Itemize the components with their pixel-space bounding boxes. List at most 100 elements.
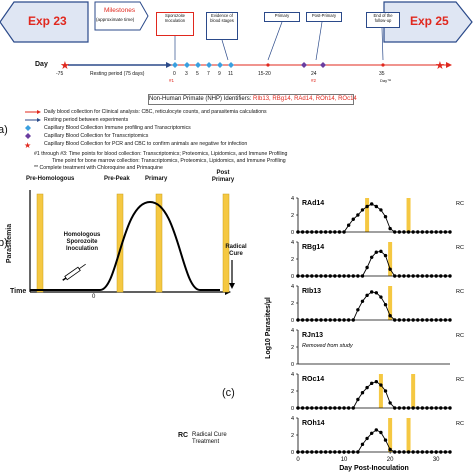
data-point [402, 450, 406, 454]
data-point [356, 397, 360, 402]
data-point [416, 230, 420, 234]
y-axis-label: Log10 Parasites/µl [265, 297, 272, 359]
data-point [397, 274, 402, 278]
data-point [425, 230, 429, 234]
data-point [300, 230, 305, 234]
series-title: RJn13 [302, 332, 323, 339]
data-point [416, 318, 420, 322]
highlight-bar [378, 374, 383, 408]
data-point [448, 230, 452, 234]
data-point [333, 274, 337, 278]
data-point [319, 230, 323, 234]
series-line [298, 381, 450, 409]
data-point [305, 406, 309, 410]
nhp-identifiers-box: Non-Human Primate (NHP) Identifiers: RIb… [148, 94, 357, 105]
data-point [333, 450, 337, 454]
data-point [365, 385, 369, 390]
data-point [342, 230, 346, 234]
data-point [406, 274, 411, 278]
data-point [365, 204, 369, 209]
y-tick-label: 4 [291, 372, 294, 378]
label-pre-homologous: Pre-Homologous [26, 176, 75, 182]
rc-text: Radical Cure Treatment [192, 432, 227, 445]
data-point [328, 230, 332, 234]
series-title: RBg14 [302, 244, 324, 251]
panel-label-a: a) [0, 124, 8, 136]
data-point [425, 318, 429, 322]
data-point [360, 391, 365, 395]
resting-period-label: Resting period (75 days) [90, 71, 145, 77]
star-icon: ★ [60, 60, 70, 72]
data-point [346, 450, 351, 454]
data-point [342, 274, 346, 278]
x-tick-label: 20 [387, 457, 394, 463]
data-point [411, 406, 415, 410]
legend-item: Capillary Blood Collection Immune profil… [44, 125, 191, 131]
diamond-purple-icon [25, 133, 31, 139]
highlight-bar [365, 198, 370, 232]
rc-tag: RC [456, 289, 464, 295]
data-point [314, 274, 319, 278]
data-point [333, 230, 337, 234]
bar-post-primary [222, 193, 230, 293]
data-point [448, 450, 452, 454]
y-tick-label: 2 [291, 345, 294, 351]
legend-item: Resting period between experiments [44, 117, 129, 123]
data-point [379, 295, 383, 299]
data-point [342, 406, 346, 410]
data-point [365, 293, 369, 298]
day-tick: 15-20 [258, 71, 271, 77]
legend-timepoints-1: #1 through #3: Time points for blood col… [34, 151, 288, 157]
day-tick: Day™ [380, 78, 392, 83]
nhp-ids: RIb13, RBg14, RAd14, ROh14, ROc14 [253, 96, 357, 102]
y-tick-label: 4 [291, 196, 294, 202]
data-point [416, 274, 420, 278]
highlight-bar [406, 418, 411, 452]
data-point [429, 274, 434, 278]
series-line [298, 291, 450, 321]
data-point [402, 230, 406, 234]
data-point [383, 253, 388, 258]
data-point [379, 430, 383, 435]
nhp-label: Non-Human Primate (NHP) Identifiers: [149, 96, 252, 102]
data-point [323, 450, 328, 454]
data-point [443, 450, 448, 454]
schematic-diagram [29, 190, 235, 295]
data-point [328, 406, 332, 410]
day-tick: 24 [311, 71, 317, 77]
rc-tag: RC [456, 377, 464, 383]
data-point [310, 274, 314, 278]
data-point [323, 230, 328, 234]
legend-timepoints-2: Time point for bone marrow collection: T… [52, 158, 286, 164]
y-tick-label: 0 [291, 406, 294, 412]
y-tick-label: 0 [291, 318, 294, 324]
box-sporozoite-inoculation: Sporozoite Inoculation [156, 12, 194, 36]
data-point [434, 406, 438, 410]
x-tick-label: 0 [296, 457, 300, 463]
series-title: ROc14 [302, 376, 324, 383]
bar-primary [155, 193, 163, 293]
data-point [351, 318, 355, 322]
data-point [305, 274, 309, 278]
data-point [411, 274, 415, 278]
data-point [351, 217, 355, 221]
data-point [356, 213, 360, 217]
y-tick-label: 0 [291, 230, 294, 236]
box-primary: Primary [264, 12, 300, 22]
data-point [319, 318, 323, 322]
data-point [443, 230, 448, 234]
data-point [328, 274, 332, 278]
data-point [360, 299, 365, 303]
rc-tag: RC [456, 333, 464, 339]
data-point [310, 318, 314, 322]
data-point [383, 215, 388, 219]
data-point [406, 318, 411, 322]
data-point [369, 431, 374, 435]
legend-complete-treatment: ** Complete treatment with Chloroquine a… [34, 165, 163, 171]
data-point [323, 318, 328, 322]
data-point [439, 318, 443, 322]
data-point [420, 406, 425, 410]
data-point [356, 450, 360, 454]
day-tick: 5 [196, 71, 199, 77]
diamond-blue-markers [172, 62, 234, 68]
